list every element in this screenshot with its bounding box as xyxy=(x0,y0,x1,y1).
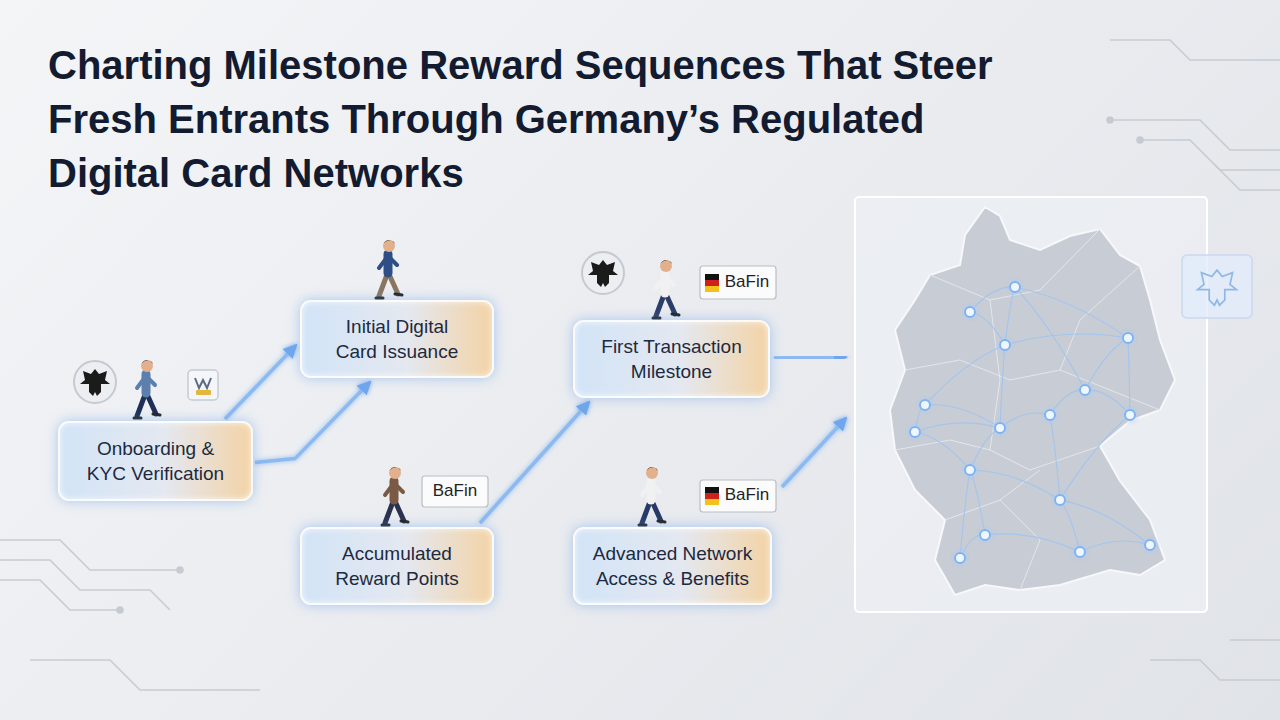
network-line xyxy=(970,470,985,535)
city-dot xyxy=(1125,410,1135,420)
person-figure xyxy=(382,467,408,525)
network-line xyxy=(925,345,1005,405)
city-dot xyxy=(1010,282,1020,292)
eagle-icon xyxy=(74,361,116,403)
city-dot xyxy=(980,530,990,540)
flag-badge xyxy=(700,480,776,512)
process-box: Initial Digital Card Issuance xyxy=(300,300,494,378)
city-dot xyxy=(995,423,1005,433)
badge-label: BaFin xyxy=(424,480,486,504)
eagle-emblem xyxy=(1198,270,1237,305)
map-arrow xyxy=(774,357,846,358)
box-label: Onboarding & KYC Verification xyxy=(78,436,233,486)
network-line xyxy=(985,534,1080,552)
process-box: Accumulated Reward Points xyxy=(300,527,494,605)
badge xyxy=(422,476,488,507)
network-line xyxy=(970,470,1060,500)
flow-arrow xyxy=(496,347,569,351)
network-line xyxy=(1060,500,1080,552)
network-line xyxy=(1060,500,1150,545)
city-dot xyxy=(955,553,965,563)
network-line xyxy=(1000,413,1050,428)
network-line xyxy=(925,405,1000,428)
box-label: Initial Digital Card Issuance xyxy=(326,314,468,364)
city-dot xyxy=(965,307,975,317)
germany-outline xyxy=(890,207,1175,595)
eagle-icon xyxy=(582,252,624,294)
flow-arrow xyxy=(480,402,589,523)
badge-label: BaFin xyxy=(720,271,774,297)
city-dot xyxy=(1055,495,1065,505)
map-arrow xyxy=(782,418,846,487)
network-line xyxy=(1050,390,1085,415)
network-line xyxy=(915,432,970,470)
city-dot xyxy=(1000,340,1010,350)
city-dot xyxy=(1123,333,1133,343)
network-line xyxy=(915,423,1000,432)
network-line xyxy=(1015,287,1128,338)
process-box: Onboarding & KYC Verification xyxy=(58,421,253,501)
city-dot xyxy=(1145,540,1155,550)
box-label: First Transaction Milestone xyxy=(593,334,750,384)
process-box: First Transaction Milestone xyxy=(573,320,770,398)
flow-arrow xyxy=(672,402,676,525)
network-line xyxy=(1085,338,1128,390)
process-box: Advanced Network Access & Benefits xyxy=(573,527,772,605)
person-figure xyxy=(376,240,402,298)
network-line xyxy=(1005,287,1015,345)
network-line xyxy=(1015,287,1085,390)
flag-badge xyxy=(700,266,776,299)
network-line xyxy=(960,470,970,558)
city-dot xyxy=(965,465,975,475)
emblem-badge xyxy=(1182,255,1252,318)
network-line xyxy=(1005,334,1128,345)
network-line xyxy=(970,312,1005,345)
flow-arrow xyxy=(496,564,569,568)
city-dot xyxy=(910,427,920,437)
network-line xyxy=(1050,415,1060,500)
box-label: Accumulated Reward Points xyxy=(320,541,474,591)
city-dot xyxy=(1080,385,1090,395)
box-label: Advanced Network Access & Benefits xyxy=(585,541,760,591)
city-dot xyxy=(920,400,930,410)
map-panel xyxy=(855,197,1207,612)
badge-label: BaFin xyxy=(720,484,774,510)
network-lines xyxy=(910,282,1155,563)
network-line xyxy=(1085,390,1130,415)
card-icon xyxy=(188,370,218,400)
network-line xyxy=(1080,541,1150,552)
title: Charting Milestone Reward Sequences That… xyxy=(48,38,1048,200)
person-figure xyxy=(653,260,679,318)
flow-arrow xyxy=(255,382,370,463)
person-figure xyxy=(639,467,665,525)
flow-arrow xyxy=(225,345,296,419)
network-line xyxy=(1128,338,1130,415)
city-dot xyxy=(1075,547,1085,557)
network-line xyxy=(970,287,1015,312)
network-line xyxy=(1060,415,1130,500)
person-figure xyxy=(134,360,160,418)
city-dot xyxy=(1045,410,1055,420)
state-borders xyxy=(895,229,1160,590)
network-line xyxy=(970,428,1000,470)
network-line xyxy=(1000,345,1005,428)
